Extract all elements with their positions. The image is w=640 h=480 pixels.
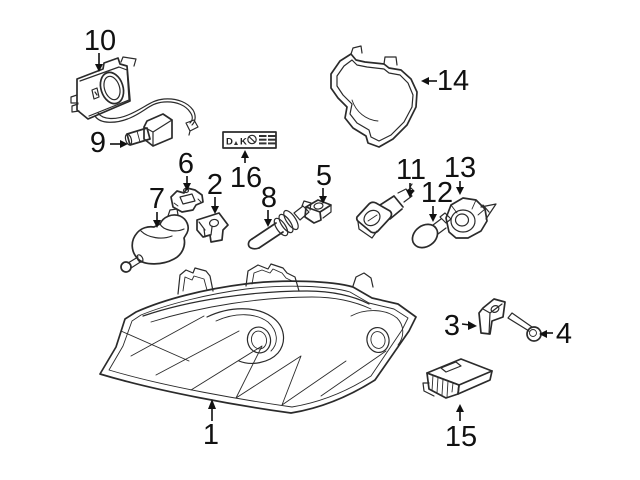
- callout-14-number: 14: [437, 65, 469, 97]
- callout-5-arrow: [319, 188, 327, 204]
- callout-9-number: 9: [90, 127, 106, 159]
- callout-7[interactable]: 7: [149, 183, 165, 228]
- callout-1[interactable]: 1: [203, 399, 219, 451]
- callout-12-number: 12: [421, 177, 453, 209]
- callout-10-number: 10: [84, 25, 116, 57]
- part-1-headlamp-assembly-drawing: [99, 263, 417, 414]
- callout-13[interactable]: 13: [444, 152, 476, 195]
- callout-7-number: 7: [149, 183, 165, 215]
- warning-label-bars-icon: [259, 135, 276, 145]
- part-3-bracket-drawing: [478, 298, 506, 335]
- part-8-halogen-bulb-drawing: [247, 200, 312, 250]
- callout-12[interactable]: 12: [421, 177, 453, 222]
- callout-6[interactable]: 6: [178, 148, 194, 191]
- part-5-clip-nut-drawing: [304, 199, 332, 224]
- callout-9[interactable]: 9: [90, 127, 128, 159]
- callout-10[interactable]: 10: [84, 25, 116, 72]
- part-12-signal-bulb-drawing: [411, 212, 452, 249]
- callout-14-arrow: [421, 77, 437, 85]
- callout-3[interactable]: 3: [444, 310, 477, 342]
- callout-6-number: 6: [178, 148, 194, 180]
- callout-2[interactable]: 2: [207, 169, 223, 214]
- callout-11-arrow: [406, 183, 414, 198]
- callout-16-arrow: [241, 150, 249, 163]
- callout-7-arrow: [153, 212, 161, 228]
- callout-9-arrow: [110, 140, 128, 148]
- callout-13-number: 13: [444, 152, 476, 184]
- callout-4[interactable]: 4: [539, 318, 572, 350]
- callout-14[interactable]: 14: [421, 65, 469, 97]
- callout-12-arrow: [429, 206, 437, 222]
- callout-16[interactable]: 16: [230, 150, 262, 194]
- part-10-control-unit-drawing: [70, 56, 199, 136]
- warning-label-letter-k: K: [240, 137, 247, 148]
- callout-11[interactable]: 11: [396, 154, 426, 198]
- part-4-screw-drawing: [507, 312, 542, 342]
- part-6-bracket-drawing: [170, 187, 204, 213]
- part-14-dust-cover-drawing: [330, 45, 418, 148]
- callout-1-arrow: [208, 399, 216, 421]
- warning-label-prohibition-icon: [247, 134, 257, 145]
- callout-2-number: 2: [207, 169, 223, 201]
- callout-1-number: 1: [203, 419, 219, 451]
- part-13-socket-cap-drawing: [445, 197, 497, 239]
- callout-5-number: 5: [316, 160, 332, 192]
- callout-3-arrow: [461, 321, 477, 330]
- callout-11-number: 11: [396, 154, 426, 186]
- part-16-warning-label-drawing: D K: [222, 131, 277, 149]
- part-15-control-module-drawing: [422, 358, 493, 399]
- callout-8-number: 8: [261, 182, 277, 214]
- warning-label-letter-d: D: [226, 137, 233, 148]
- callout-6-arrow: [183, 176, 191, 191]
- part-9-bulb-connector-drawing: [124, 113, 173, 147]
- callout-16-number: 16: [230, 162, 262, 194]
- part-7-leveling-motor-drawing: [120, 208, 190, 273]
- callout-15[interactable]: 15: [445, 404, 477, 453]
- callout-5[interactable]: 5: [316, 160, 332, 204]
- callout-4-arrow: [539, 330, 553, 338]
- part-11-bulb-socket-drawing: [355, 183, 415, 239]
- callout-8[interactable]: 8: [261, 182, 277, 227]
- callout-2-arrow: [211, 197, 219, 214]
- callout-15-number: 15: [445, 421, 477, 453]
- callout-13-arrow: [456, 181, 464, 195]
- callout-8-arrow: [264, 210, 272, 227]
- callout-4-number: 4: [556, 318, 572, 350]
- callout-10-arrow: [95, 53, 103, 72]
- callout-3-number: 3: [444, 310, 460, 342]
- callout-15-arrow: [456, 404, 464, 421]
- part-2-bracket-drawing: [196, 212, 229, 243]
- warning-label-triangle-glyph: [234, 141, 238, 145]
